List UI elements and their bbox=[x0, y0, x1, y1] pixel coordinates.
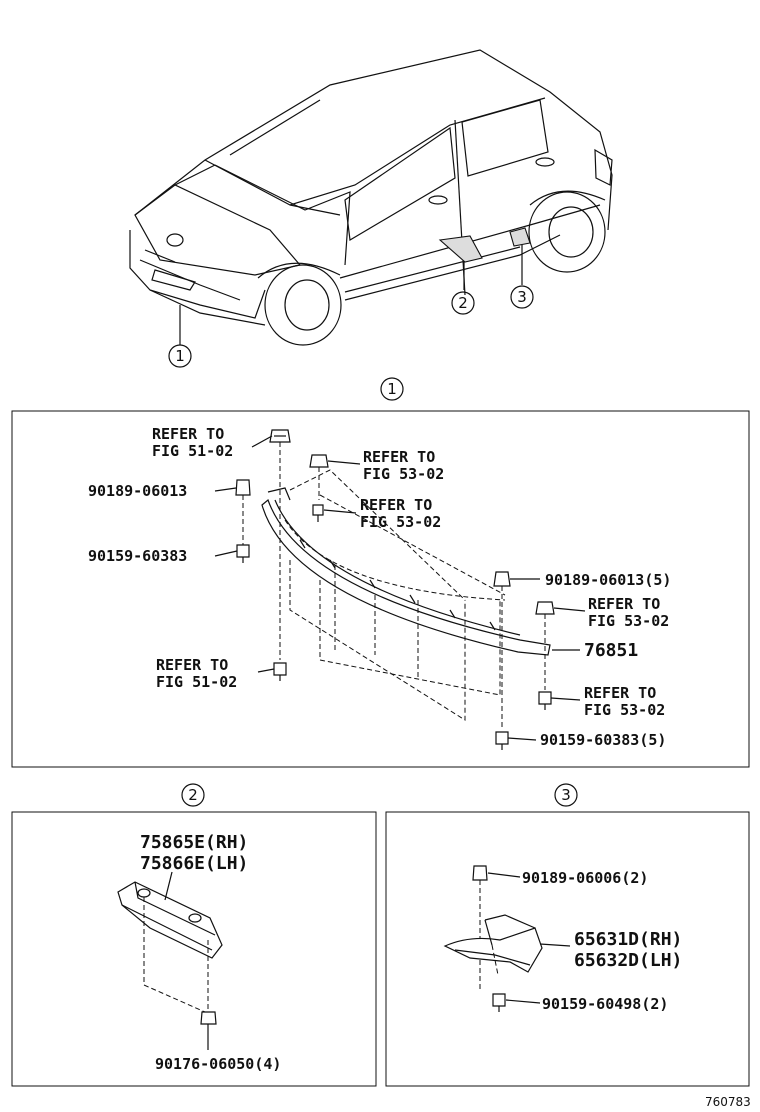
part-label-76851: 76851 bbox=[584, 640, 638, 661]
panel-1-title: 1 bbox=[380, 377, 404, 401]
clip-icon bbox=[235, 429, 555, 730]
part-label-90189-06013: 90189-06013 bbox=[88, 482, 187, 500]
part-label-90189-06013-5: 90189-06013(5) bbox=[545, 571, 671, 589]
part-label-65632d-lh: 65632D(LH) bbox=[574, 950, 682, 971]
car-overview-illustration bbox=[129, 49, 613, 346]
refer-fig-53-b-line1: REFER TO bbox=[360, 496, 432, 514]
part-label-65631d-rh: 65631D(RH) bbox=[574, 929, 682, 950]
svg-text:2: 2 bbox=[458, 294, 468, 312]
refer-fig-53-d-line2: FIG 53-02 bbox=[584, 701, 665, 719]
diagram-code: 760783 bbox=[705, 1095, 751, 1109]
refer-fig-53-a-line2: FIG 53-02 bbox=[363, 465, 444, 483]
panel-3-frame bbox=[385, 811, 750, 1087]
callout-3-overview: 3 bbox=[510, 285, 534, 309]
refer-fig-53-c-line2: FIG 53-02 bbox=[588, 612, 669, 630]
part-label-90159-60383-5: 90159-60383(5) bbox=[540, 731, 666, 749]
screw-icon bbox=[236, 504, 552, 750]
refer-fig-51-top-line1: REFER TO bbox=[152, 425, 224, 443]
leader-lines-panel-1 bbox=[214, 435, 586, 741]
svg-text:3: 3 bbox=[517, 288, 527, 306]
part-label-90189-06006-2: 90189-06006(2) bbox=[522, 869, 648, 887]
part-label-75866e-lh: 75866E(LH) bbox=[140, 853, 248, 874]
part-label-75865e-rh: 75865E(RH) bbox=[140, 832, 248, 853]
refer-fig-53-a-line1: REFER TO bbox=[363, 448, 435, 466]
panel-3-title: 3 bbox=[554, 783, 578, 807]
part-label-90176-06050-4: 90176-06050(4) bbox=[155, 1055, 281, 1073]
mudflap-65631d-illustration bbox=[443, 865, 543, 1012]
panel-1-frame bbox=[11, 410, 750, 768]
spoiler-76851-illustration bbox=[261, 469, 551, 721]
refer-fig-53-d-line1: REFER TO bbox=[584, 684, 656, 702]
refer-fig-51-bottom-line1: REFER TO bbox=[156, 656, 228, 674]
callout-2-overview: 2 bbox=[451, 291, 475, 315]
callout-1-overview: 1 bbox=[168, 344, 192, 368]
svg-text:2: 2 bbox=[188, 786, 198, 804]
part-label-90159-60498-2: 90159-60498(2) bbox=[542, 995, 668, 1013]
refer-fig-53-c-line1: REFER TO bbox=[588, 595, 660, 613]
side-mudguard-75865e-illustration bbox=[117, 871, 223, 1050]
panel-2-title: 2 bbox=[181, 783, 205, 807]
refer-fig-51-bottom-line2: FIG 51-02 bbox=[156, 673, 237, 691]
part-label-90159-60383: 90159-60383 bbox=[88, 547, 187, 565]
refer-fig-51-top-line2: FIG 51-02 bbox=[152, 442, 233, 460]
leader-lines-panel-3 bbox=[487, 872, 571, 1004]
svg-text:1: 1 bbox=[387, 380, 397, 398]
refer-fig-53-b-line2: FIG 53-02 bbox=[360, 513, 441, 531]
svg-text:3: 3 bbox=[561, 786, 571, 804]
svg-text:1: 1 bbox=[175, 347, 185, 365]
panel-2-frame bbox=[11, 811, 377, 1087]
